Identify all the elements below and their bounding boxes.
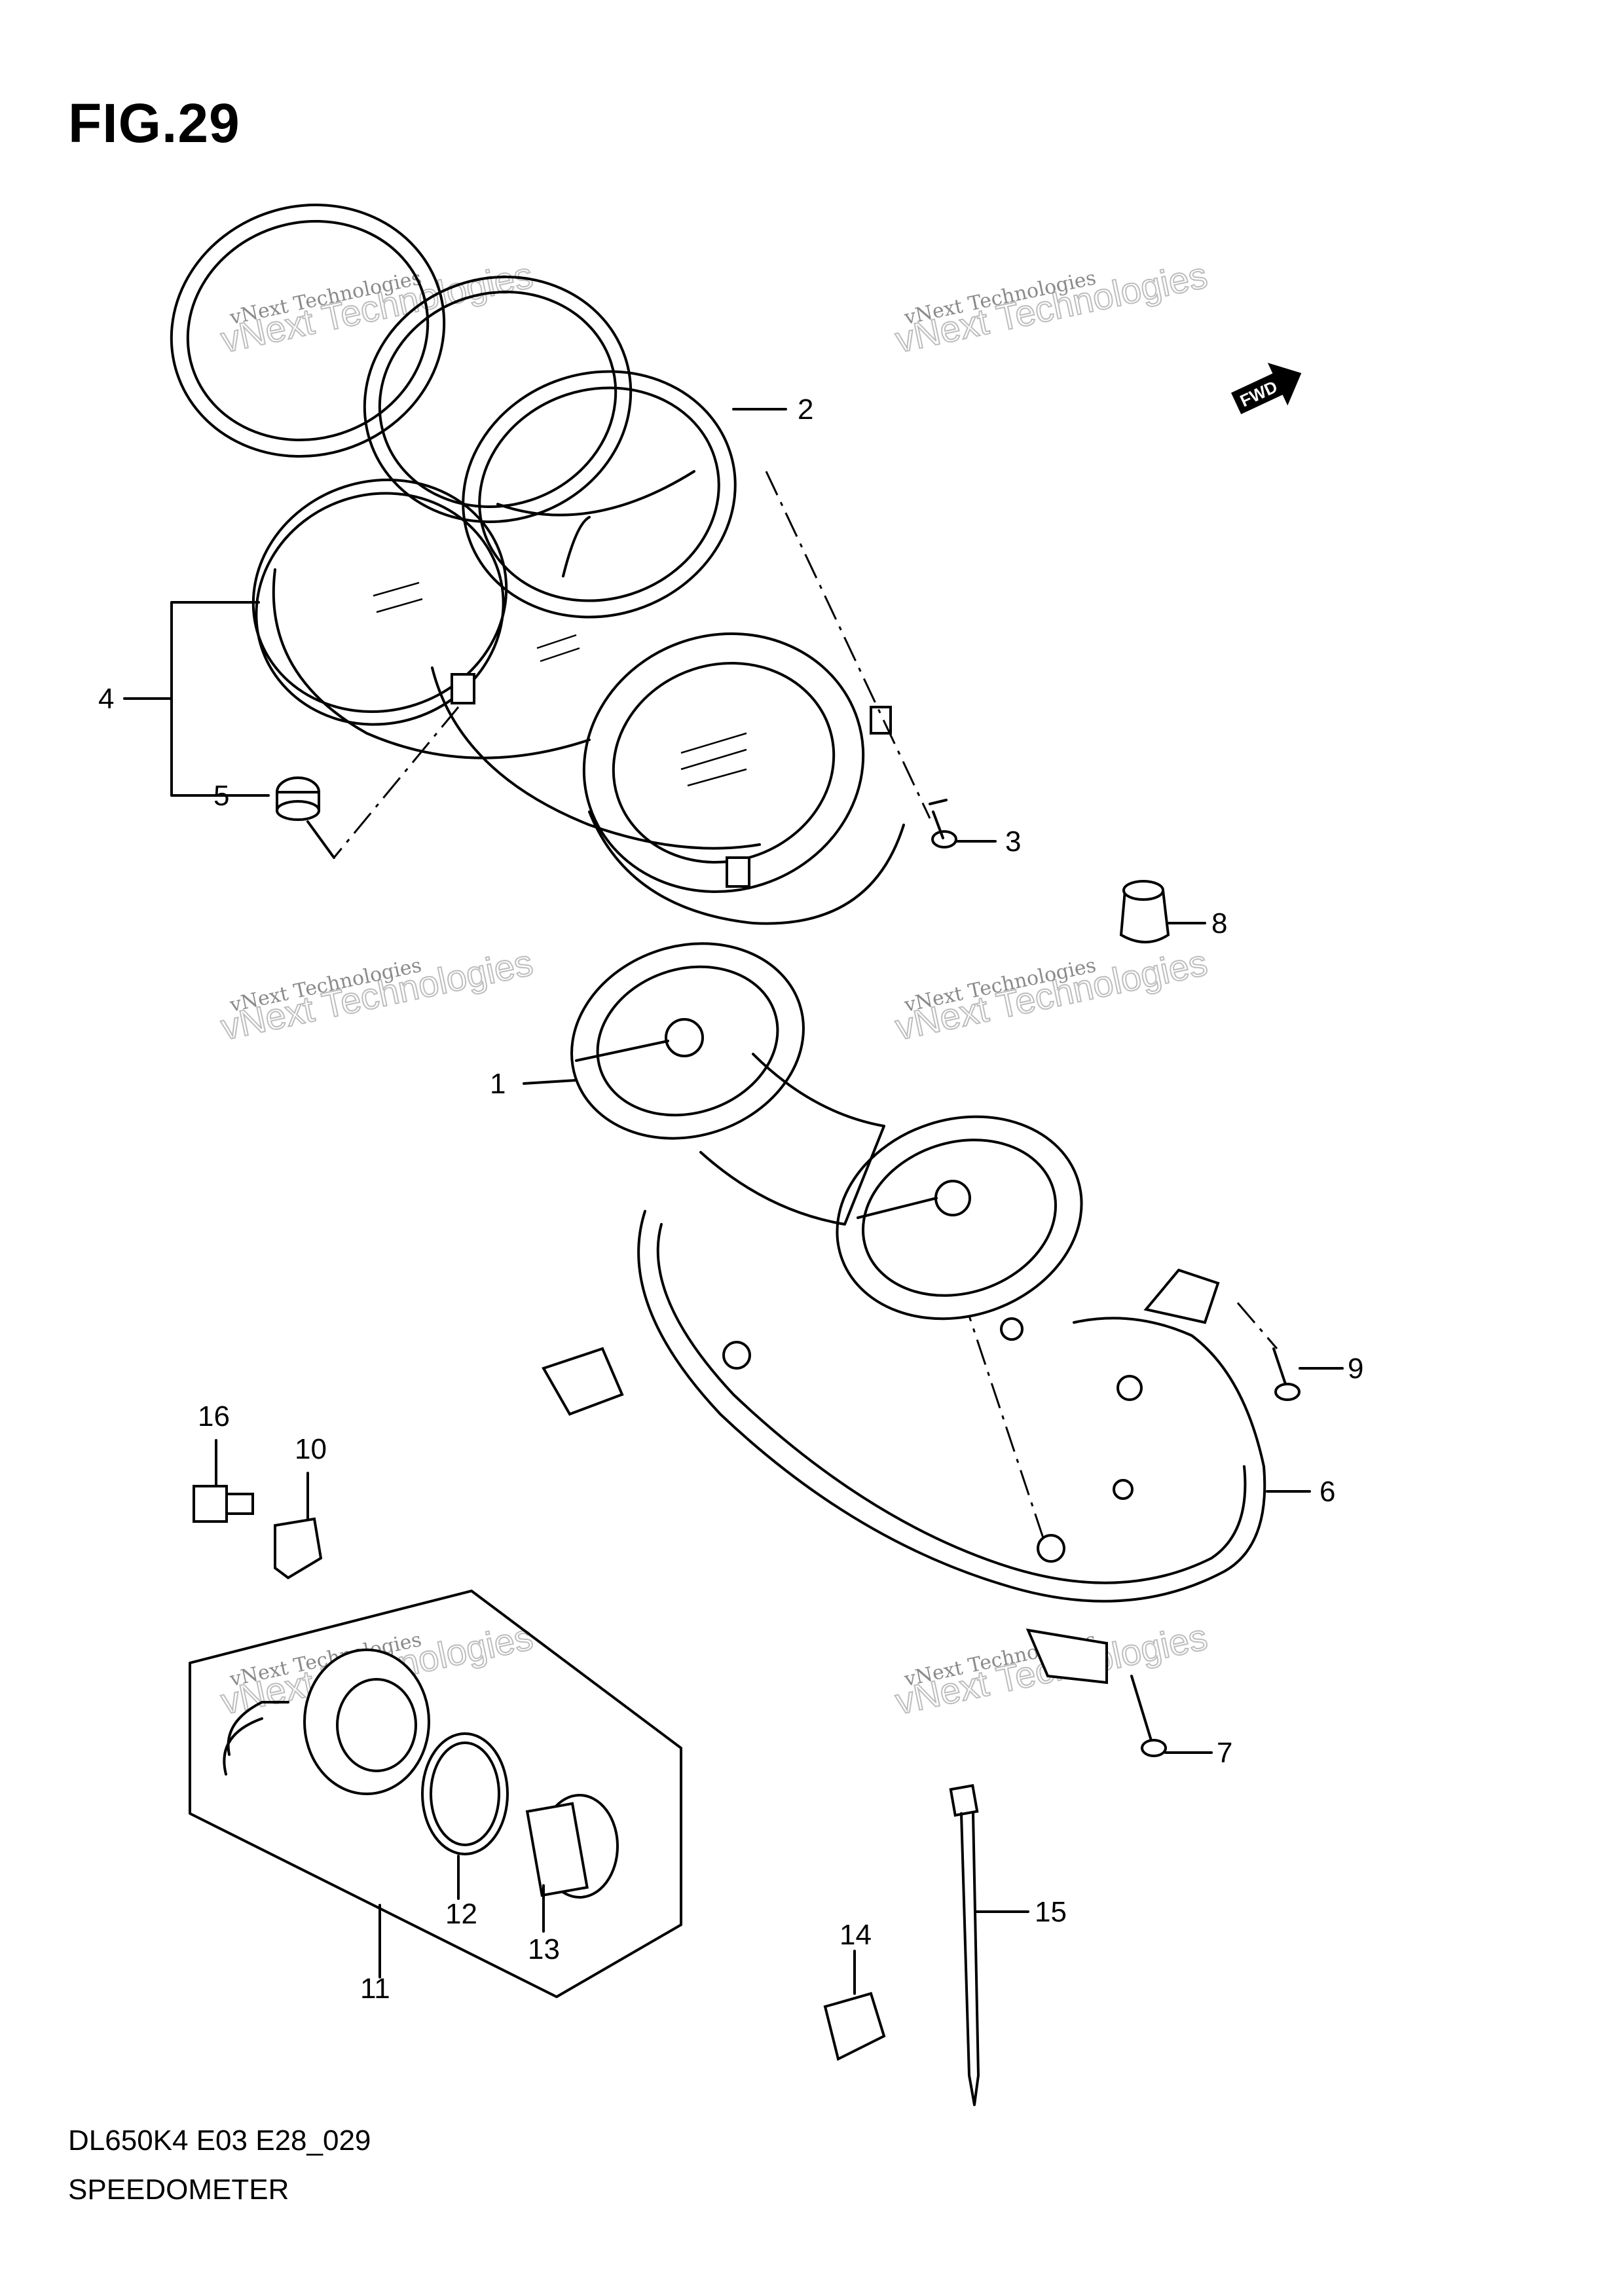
callout-1: 1: [490, 1068, 506, 1100]
clamp-part: [823, 1950, 886, 2061]
section-name: SPEEDOMETER: [68, 2174, 289, 2206]
screw-part: [929, 799, 957, 848]
callout-4: 4: [98, 683, 114, 715]
fwd-arrow-icon: FWD: [1231, 363, 1302, 414]
callout-6: 6: [1320, 1476, 1335, 1508]
callout-12: 12: [445, 1898, 477, 1930]
callout-11: 11: [360, 1973, 390, 2005]
callout-leaders: [123, 408, 1344, 1913]
upper-case-assembly: [170, 204, 905, 925]
callout-3: 3: [1005, 826, 1021, 858]
screw-part: [1272, 1347, 1301, 1401]
cap-part: [1119, 880, 1170, 943]
clip-part: [274, 1472, 323, 1580]
callout-15: 15: [1035, 1896, 1067, 1928]
model-code: DL650K4 E03 E28_029: [68, 2124, 371, 2157]
figure-title: FIG.29: [68, 92, 240, 154]
callout-9: 9: [1348, 1353, 1363, 1385]
callout-16: 16: [198, 1400, 230, 1432]
grommet-part: [276, 776, 335, 859]
meter-unit: [542, 942, 1266, 1685]
cable-tie-part: [949, 1784, 980, 2106]
callout-13: 13: [528, 1933, 560, 1965]
lamp-kit-box: [189, 1590, 682, 1998]
callout-7: 7: [1217, 1737, 1232, 1769]
callout-8: 8: [1211, 907, 1227, 939]
callout-10: 10: [295, 1433, 327, 1465]
callout-5: 5: [213, 780, 229, 812]
callout-2: 2: [798, 393, 813, 426]
screw-part: [1130, 1675, 1167, 1757]
bolt-part: [193, 1439, 254, 1523]
callout-labels: 1 2 3 4 5 6 7 8 9 10 11 12 13 14 15 16: [98, 393, 1363, 2005]
callout-14: 14: [840, 1919, 872, 1951]
